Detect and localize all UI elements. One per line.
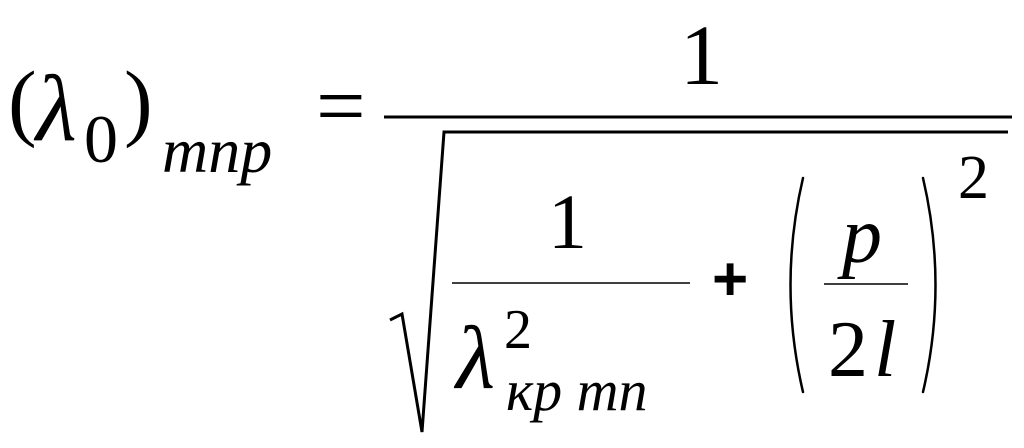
big-open-paren (789, 176, 805, 394)
paren-numerator: p (837, 192, 882, 280)
inner-lambda: λ (453, 309, 495, 408)
paren-denominator-variable: l (874, 306, 896, 394)
lhs-close-paren: ) (124, 53, 153, 149)
plus-sign: + (712, 245, 748, 314)
inner-lambda-subscript: кр mn (506, 358, 648, 423)
lhs-open-paren: ( (8, 53, 37, 149)
inner-lambda-superscript: 2 (504, 299, 532, 361)
radical-sign (389, 130, 1008, 433)
lhs-lambda: λ (33, 57, 77, 161)
equals-sign: = (316, 58, 366, 155)
paren-denominator-number: 2 (828, 306, 868, 394)
lhs-outer-subscript: mnp (162, 115, 272, 186)
lhs-lambda-subscript: 0 (84, 101, 118, 177)
inner-numerator: 1 (548, 178, 587, 265)
big-close-paren (921, 176, 937, 394)
main-numerator: 1 (680, 7, 723, 103)
paren-exponent: 2 (958, 144, 989, 212)
